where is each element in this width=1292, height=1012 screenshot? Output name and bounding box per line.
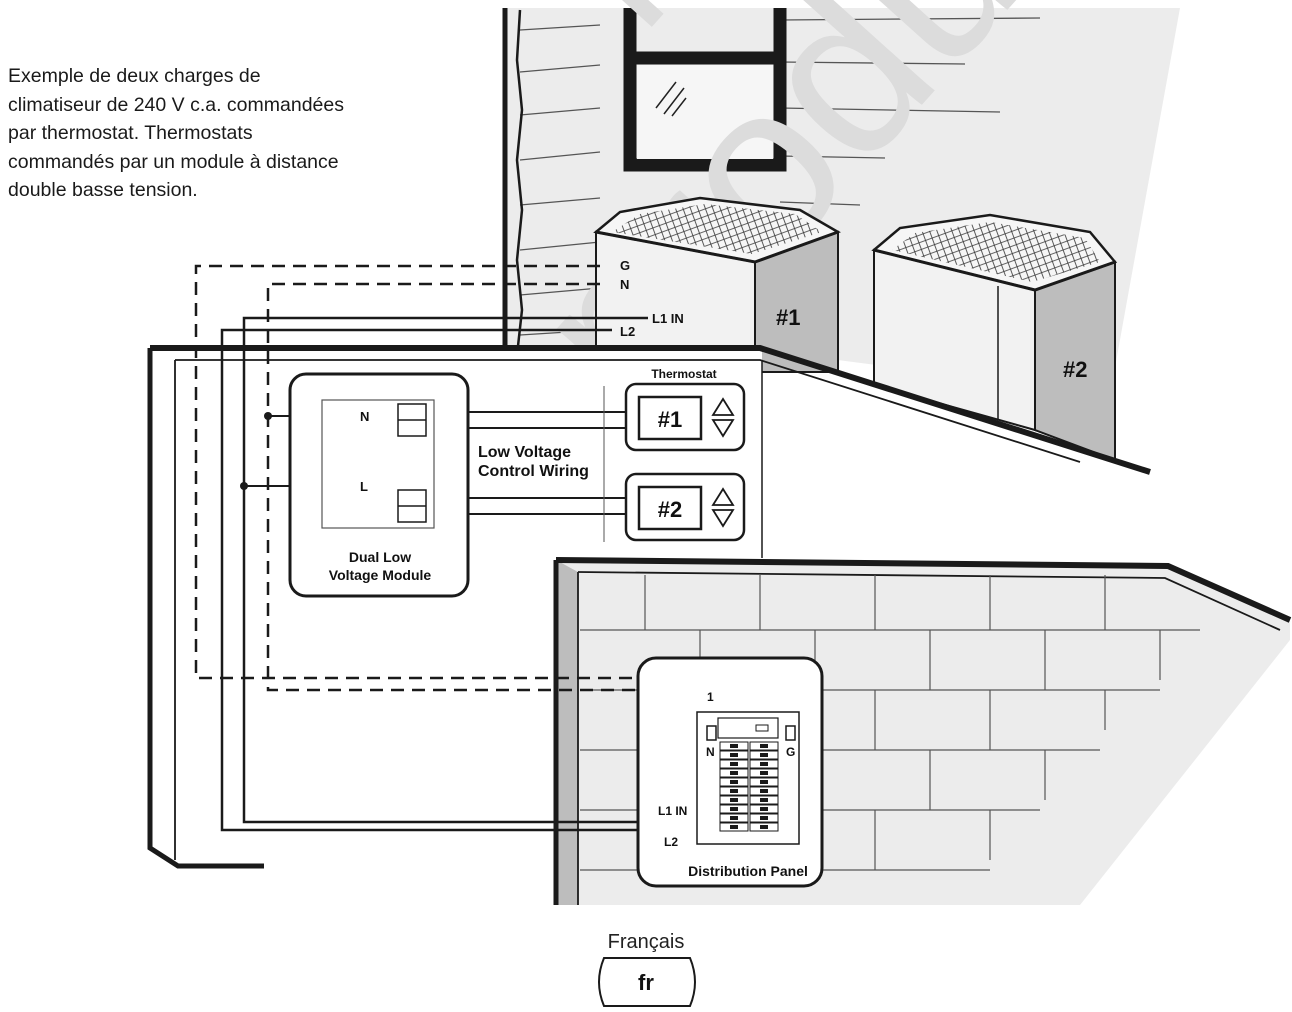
arrow-down-icon xyxy=(711,419,735,438)
breaker-toggle xyxy=(760,816,768,820)
language-name: Français xyxy=(608,931,685,953)
breaker-toggle xyxy=(730,780,738,784)
wire-label-l1in: L1 IN xyxy=(652,311,684,326)
house-window xyxy=(623,8,787,172)
thermostat-1-display: #1 xyxy=(658,407,682,432)
breaker-toggle xyxy=(760,789,768,793)
ac-unit-1: #1 xyxy=(593,196,841,374)
caption-line: Exemple de deux charges de xyxy=(8,65,261,87)
breaker-toggle xyxy=(760,762,768,766)
breaker-toggle xyxy=(760,771,768,775)
wire-label-l2: L2 xyxy=(620,324,635,339)
distribution-panel: 1 N G L1 IN L2 Distribution Panel xyxy=(636,656,824,888)
breaker-toggle xyxy=(730,807,738,811)
thermostat-1: #1 xyxy=(624,382,746,452)
low-voltage-label: Control Wiring xyxy=(478,463,589,480)
caption-line: climatiseur de 240 V c.a. commandées xyxy=(8,93,344,116)
caption-line: commandés par un module à distance xyxy=(8,150,339,173)
breaker-toggle xyxy=(760,825,768,829)
panel-1-label: 1 xyxy=(707,690,714,704)
caption-line: par thermostat. Thermostats xyxy=(8,122,253,144)
panel-g-label: G xyxy=(786,745,795,759)
language-code: fr xyxy=(638,970,654,995)
thermostat-2: #2 xyxy=(624,472,746,542)
thermostat-2-display: #2 xyxy=(658,497,682,522)
junction-dot xyxy=(240,482,248,490)
arrow-down-icon xyxy=(711,509,735,528)
breaker-toggle xyxy=(730,789,738,793)
breaker-toggle xyxy=(730,816,738,820)
dual-low-voltage-module: N L Dual Low Voltage Module xyxy=(288,372,470,598)
thermostat-title: Thermostat xyxy=(651,367,716,381)
unit-1-label: #1 xyxy=(776,305,800,330)
breaker-toggle xyxy=(730,825,738,829)
breaker-toggle xyxy=(760,780,768,784)
unit-2-label: #2 xyxy=(1063,357,1087,382)
language-tab xyxy=(598,957,696,1007)
breaker-toggle xyxy=(760,798,768,802)
breaker-toggle xyxy=(730,762,738,766)
module-n-label: N xyxy=(360,409,369,424)
arrow-up-icon xyxy=(711,487,735,506)
module-title: Voltage Module xyxy=(329,567,432,583)
breaker-toggle xyxy=(730,744,738,748)
module-title: Dual Low xyxy=(349,549,411,565)
breaker-toggle xyxy=(730,771,738,775)
caption: Exemple de deux charges de climatiseur d… xyxy=(8,62,408,205)
low-voltage-label: Low Voltage xyxy=(478,444,571,461)
breaker-toggle xyxy=(730,753,738,757)
panel-n-label: N xyxy=(706,745,715,759)
wire-label-g: G xyxy=(620,258,630,273)
caption-line: double basse tension. xyxy=(8,179,198,201)
breaker-toggle xyxy=(760,744,768,748)
language-badge: Français fr xyxy=(598,931,696,1007)
module-l-label: L xyxy=(360,479,368,494)
breaker-toggle xyxy=(760,807,768,811)
wire-label-n: N xyxy=(620,277,629,292)
neutral-bar xyxy=(706,725,717,741)
breaker-toggle xyxy=(760,753,768,757)
breaker-rows xyxy=(719,741,779,832)
ground-bar xyxy=(785,725,796,741)
panel-l1in-label: L1 IN xyxy=(658,804,687,818)
panel-title: Distribution Panel xyxy=(688,863,808,879)
junction-dot xyxy=(264,412,272,420)
ac-unit-2: #2 xyxy=(871,213,1118,462)
breaker-toggle xyxy=(730,798,738,802)
arrow-up-icon xyxy=(711,397,735,416)
panel-l2-label: L2 xyxy=(664,835,678,849)
